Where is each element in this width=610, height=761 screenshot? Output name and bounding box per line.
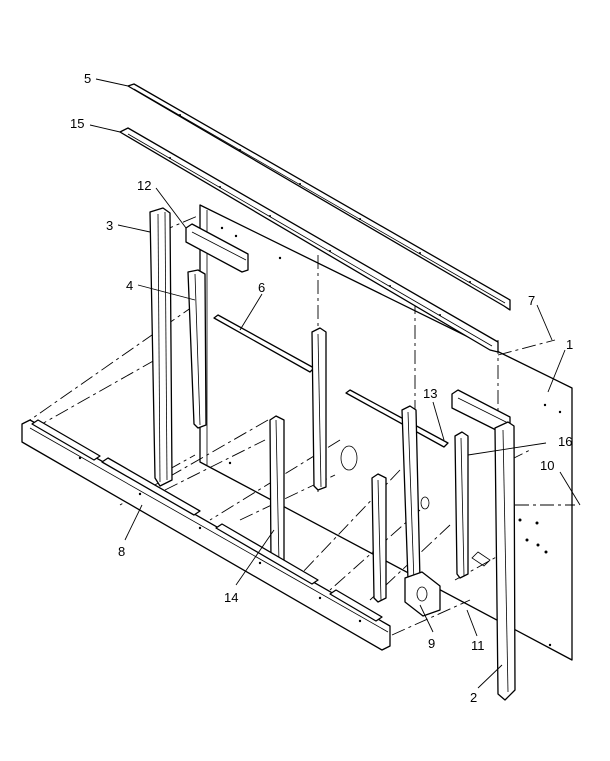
bottom-sill bbox=[21, 419, 391, 651]
corner-post-left bbox=[149, 207, 173, 487]
callout-leaders bbox=[89, 78, 581, 689]
callout-2: 2 bbox=[470, 690, 477, 705]
callout-labels: 1 2 3 4 5 6 7 8 9 10 11 12 13 14 15 16 bbox=[70, 71, 573, 705]
mount-plate bbox=[404, 571, 441, 617]
top-rail-inner bbox=[119, 127, 499, 353]
stiffener-post-b bbox=[311, 327, 327, 491]
stiffener-post-f bbox=[454, 431, 469, 579]
callout-14: 14 bbox=[224, 590, 238, 605]
stiffener-post-c bbox=[269, 415, 285, 567]
callout-11: 11 bbox=[471, 638, 485, 653]
corner-post-right bbox=[494, 421, 516, 701]
callout-8: 8 bbox=[118, 544, 125, 559]
callout-3: 3 bbox=[106, 218, 113, 233]
callout-5: 5 bbox=[84, 71, 91, 86]
callout-16: 16 bbox=[558, 434, 572, 449]
callout-6: 6 bbox=[258, 280, 265, 295]
callout-9: 9 bbox=[428, 636, 435, 651]
upper-bracket bbox=[185, 223, 249, 273]
stiffener-post-e bbox=[371, 473, 387, 603]
callout-1: 1 bbox=[566, 337, 573, 352]
callout-10: 10 bbox=[540, 458, 554, 473]
top-rail-outer bbox=[127, 83, 511, 311]
callout-7: 7 bbox=[528, 293, 535, 308]
stiffener-post-a bbox=[187, 269, 207, 429]
callout-4: 4 bbox=[126, 278, 133, 293]
callout-15: 15 bbox=[70, 116, 84, 131]
callout-12: 12 bbox=[137, 178, 151, 193]
callout-13: 13 bbox=[423, 386, 437, 401]
